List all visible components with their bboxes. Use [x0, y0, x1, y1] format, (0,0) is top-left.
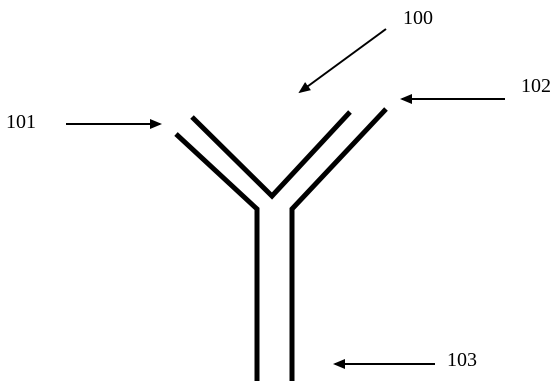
label-103: 103 — [447, 349, 477, 371]
y-structure — [174, 107, 388, 381]
label-101: 101 — [6, 111, 36, 133]
label-100: 100 — [403, 7, 433, 29]
arrow-100 — [298, 28, 387, 94]
right-outer-arm-line — [289, 107, 388, 381]
label-102: 102 — [521, 75, 551, 97]
left-outer-arm-line — [174, 132, 260, 381]
inner-v-line — [190, 110, 352, 200]
